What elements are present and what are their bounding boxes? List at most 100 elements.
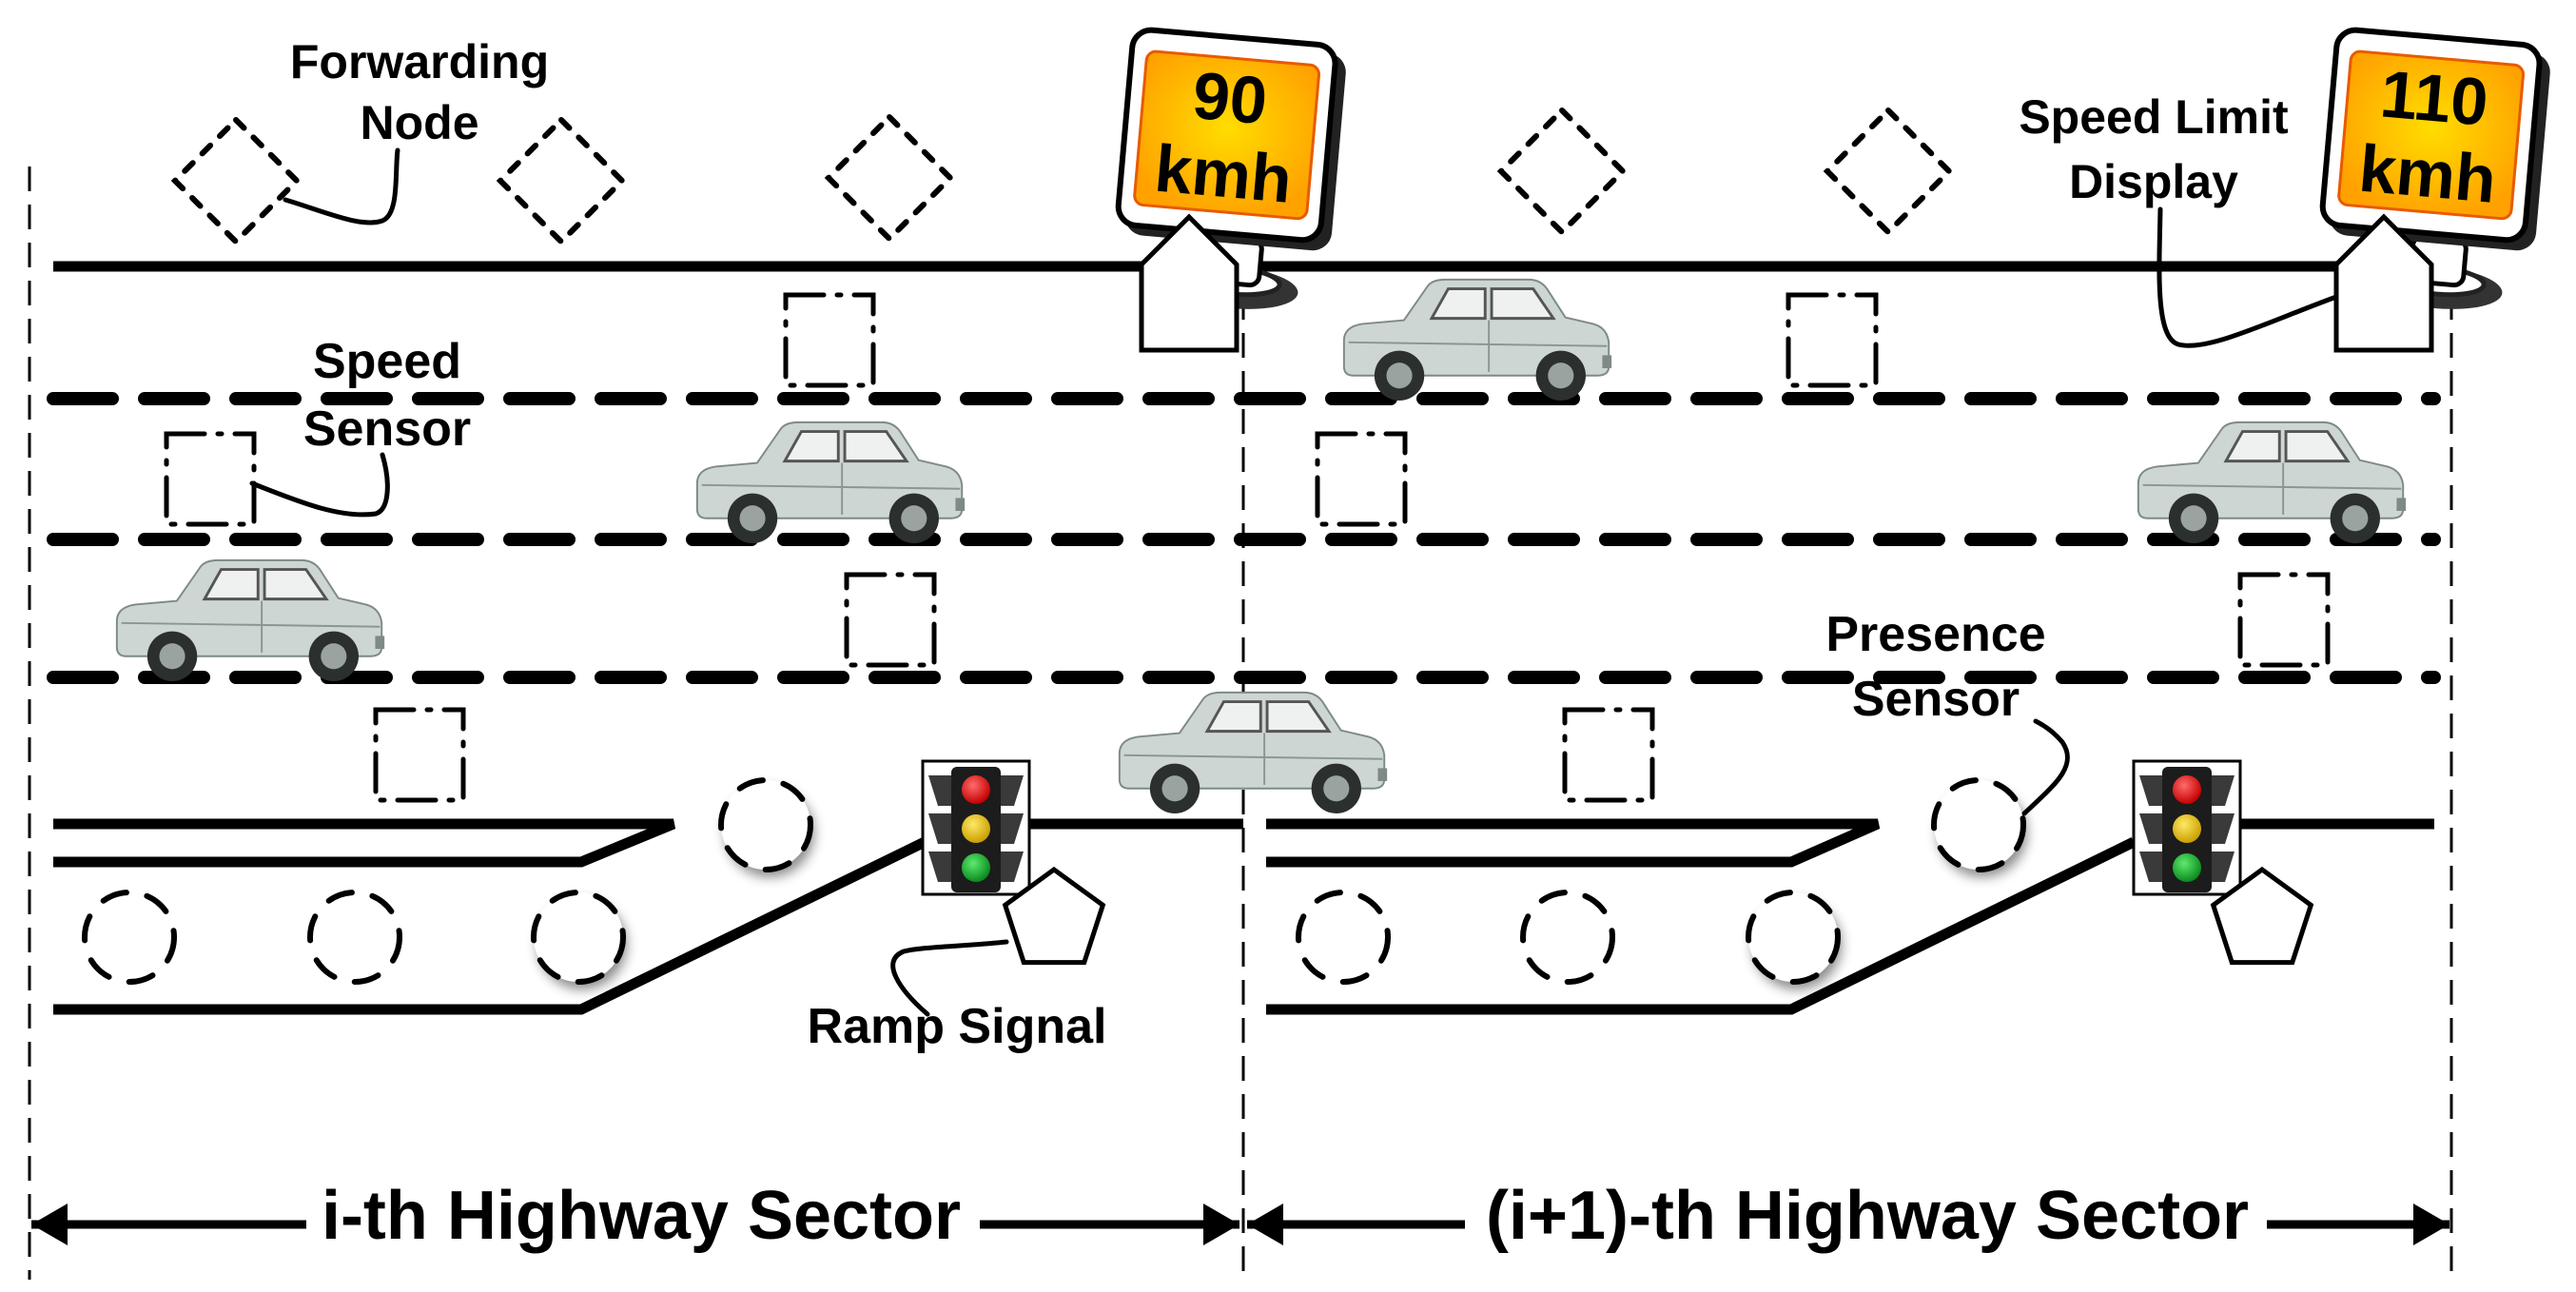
car-hubcap bbox=[1161, 775, 1188, 802]
car-hubcap bbox=[2342, 505, 2369, 532]
speed-limit-value: 110 bbox=[2377, 56, 2490, 140]
forwarding-node-leader bbox=[283, 147, 400, 225]
speed-sensor-icon bbox=[1786, 292, 1879, 388]
car-icon bbox=[115, 558, 385, 681]
car-window bbox=[263, 568, 329, 601]
speed-limit-unit: kmh bbox=[1152, 131, 1295, 217]
traffic-light-icon bbox=[921, 759, 1031, 896]
ramp-signal-icon bbox=[2210, 866, 2314, 966]
traffic-lights bbox=[921, 759, 2314, 966]
speed-sensor-label-line2: Sensor bbox=[303, 401, 471, 457]
display-node-icon bbox=[2333, 213, 2434, 353]
car-window bbox=[1490, 287, 1556, 321]
sector-i-arrow-left-head bbox=[31, 1204, 68, 1245]
speed-limit-display-leader bbox=[2156, 206, 2339, 348]
traffic-light-yellow bbox=[962, 814, 990, 843]
presence-sensor-icon bbox=[1520, 890, 1615, 985]
car-bumper bbox=[1377, 768, 1388, 781]
car-trim bbox=[1123, 754, 1383, 760]
ramp-signal-icon bbox=[1002, 866, 1106, 966]
sector-i1-arrow-right-head bbox=[2413, 1204, 2449, 1245]
car-hubcap bbox=[321, 643, 347, 670]
forwarding-node-label-line1: Forwarding bbox=[290, 35, 549, 88]
presence-sensor-leader bbox=[2021, 718, 2070, 816]
traffic-light-red bbox=[2173, 775, 2201, 804]
leader-lines bbox=[249, 147, 2339, 1017]
sector-label-i: i-th Highway Sector bbox=[322, 1178, 961, 1254]
sector-arrows bbox=[31, 1204, 2449, 1245]
ramp-lane-right bbox=[1266, 818, 1881, 868]
display-node-icon bbox=[1139, 213, 1239, 353]
speed-limit-value: 90 bbox=[1190, 58, 1270, 138]
car-window bbox=[202, 568, 260, 601]
traffic-light-yellow bbox=[2173, 814, 2201, 843]
speed-sensors bbox=[164, 292, 2331, 803]
presence-sensor-icon bbox=[1296, 890, 1391, 985]
speed-sensor-label-line1: Speed bbox=[313, 334, 461, 389]
car-hubcap bbox=[159, 643, 185, 670]
speed-limit-display-label-line1: Speed Limit bbox=[2019, 90, 2289, 144]
speed-sensor-icon bbox=[1562, 707, 1655, 803]
forwarding-node-icon bbox=[1496, 106, 1628, 237]
speed-limit-unit: kmh bbox=[2356, 131, 2499, 217]
sector-label-i-plus-1: (i+1)-th Highway Sector bbox=[1486, 1178, 2249, 1254]
sign-face bbox=[2337, 49, 2525, 221]
traffic-light-visor bbox=[1001, 775, 1024, 806]
traffic-light-red bbox=[962, 775, 990, 804]
forwarding-nodes bbox=[170, 106, 1954, 246]
traffic-light-visor bbox=[1001, 813, 1024, 844]
presence-sensor-icon bbox=[307, 890, 402, 985]
traffic-light-visor bbox=[1001, 852, 1024, 882]
traffic-light-visor bbox=[2139, 813, 2162, 844]
presence-sensor-shadow bbox=[1748, 892, 1838, 982]
traffic-light-visor bbox=[928, 852, 951, 882]
traffic-light-visor bbox=[928, 813, 951, 844]
car-bumper bbox=[955, 498, 966, 511]
presence-sensor-label-line1: Presence bbox=[1825, 607, 2045, 662]
presence-sensor-label-line2: Sensor bbox=[1852, 672, 2020, 727]
car-icon bbox=[2137, 421, 2407, 543]
car-window bbox=[2223, 430, 2281, 463]
car-hubcap bbox=[739, 505, 766, 532]
traffic-light-visor bbox=[2212, 813, 2234, 844]
car-window bbox=[782, 430, 840, 463]
speed-sensor-label: Speed Sensor bbox=[303, 334, 471, 457]
forwarding-node-label: Forwarding Node bbox=[290, 35, 549, 149]
speed-sensor-icon bbox=[1315, 431, 1408, 527]
car-bumper bbox=[2396, 498, 2407, 511]
car-window bbox=[843, 430, 909, 463]
ramp-lane-left bbox=[53, 818, 676, 868]
forwarding-node-label-line2: Node bbox=[361, 96, 479, 149]
car-window bbox=[1204, 700, 1262, 734]
car-hubcap bbox=[1386, 362, 1413, 389]
car-hubcap bbox=[1548, 362, 1574, 389]
cars bbox=[115, 278, 2407, 813]
car-trim bbox=[701, 483, 961, 490]
forwarding-node-icon bbox=[496, 115, 627, 246]
presence-sensor-icon bbox=[1931, 777, 2026, 872]
ramp-signal-label: Ramp Signal bbox=[808, 999, 1107, 1054]
traffic-light-visor bbox=[2212, 852, 2234, 882]
presence-sensor-shadow bbox=[721, 780, 810, 870]
car-trim bbox=[1348, 341, 1608, 347]
speed-sensor-leader bbox=[249, 452, 390, 518]
traffic-light-visor bbox=[928, 775, 951, 806]
sector-boundaries bbox=[28, 166, 2453, 1280]
forwarding-node-icon bbox=[170, 115, 302, 246]
sector-i-arrow-right-head bbox=[1203, 1204, 1239, 1245]
traffic-light-visor bbox=[2212, 775, 2234, 806]
traffic-light-icon bbox=[2132, 759, 2242, 896]
car-window bbox=[1429, 287, 1487, 321]
presence-sensor-label: Presence Sensor bbox=[1825, 607, 2045, 727]
speed-sensor-icon bbox=[844, 572, 937, 668]
traffic-light-green bbox=[2173, 853, 2201, 882]
car-hubcap bbox=[2180, 505, 2207, 532]
car-window bbox=[2284, 430, 2351, 463]
presence-sensor-icon bbox=[718, 777, 813, 872]
ramp-edge-right bbox=[1266, 837, 2137, 1015]
forwarding-node-icon bbox=[1823, 106, 1954, 237]
ramp-signal-leader bbox=[890, 939, 1009, 1017]
presence-sensor-icon bbox=[82, 890, 177, 985]
